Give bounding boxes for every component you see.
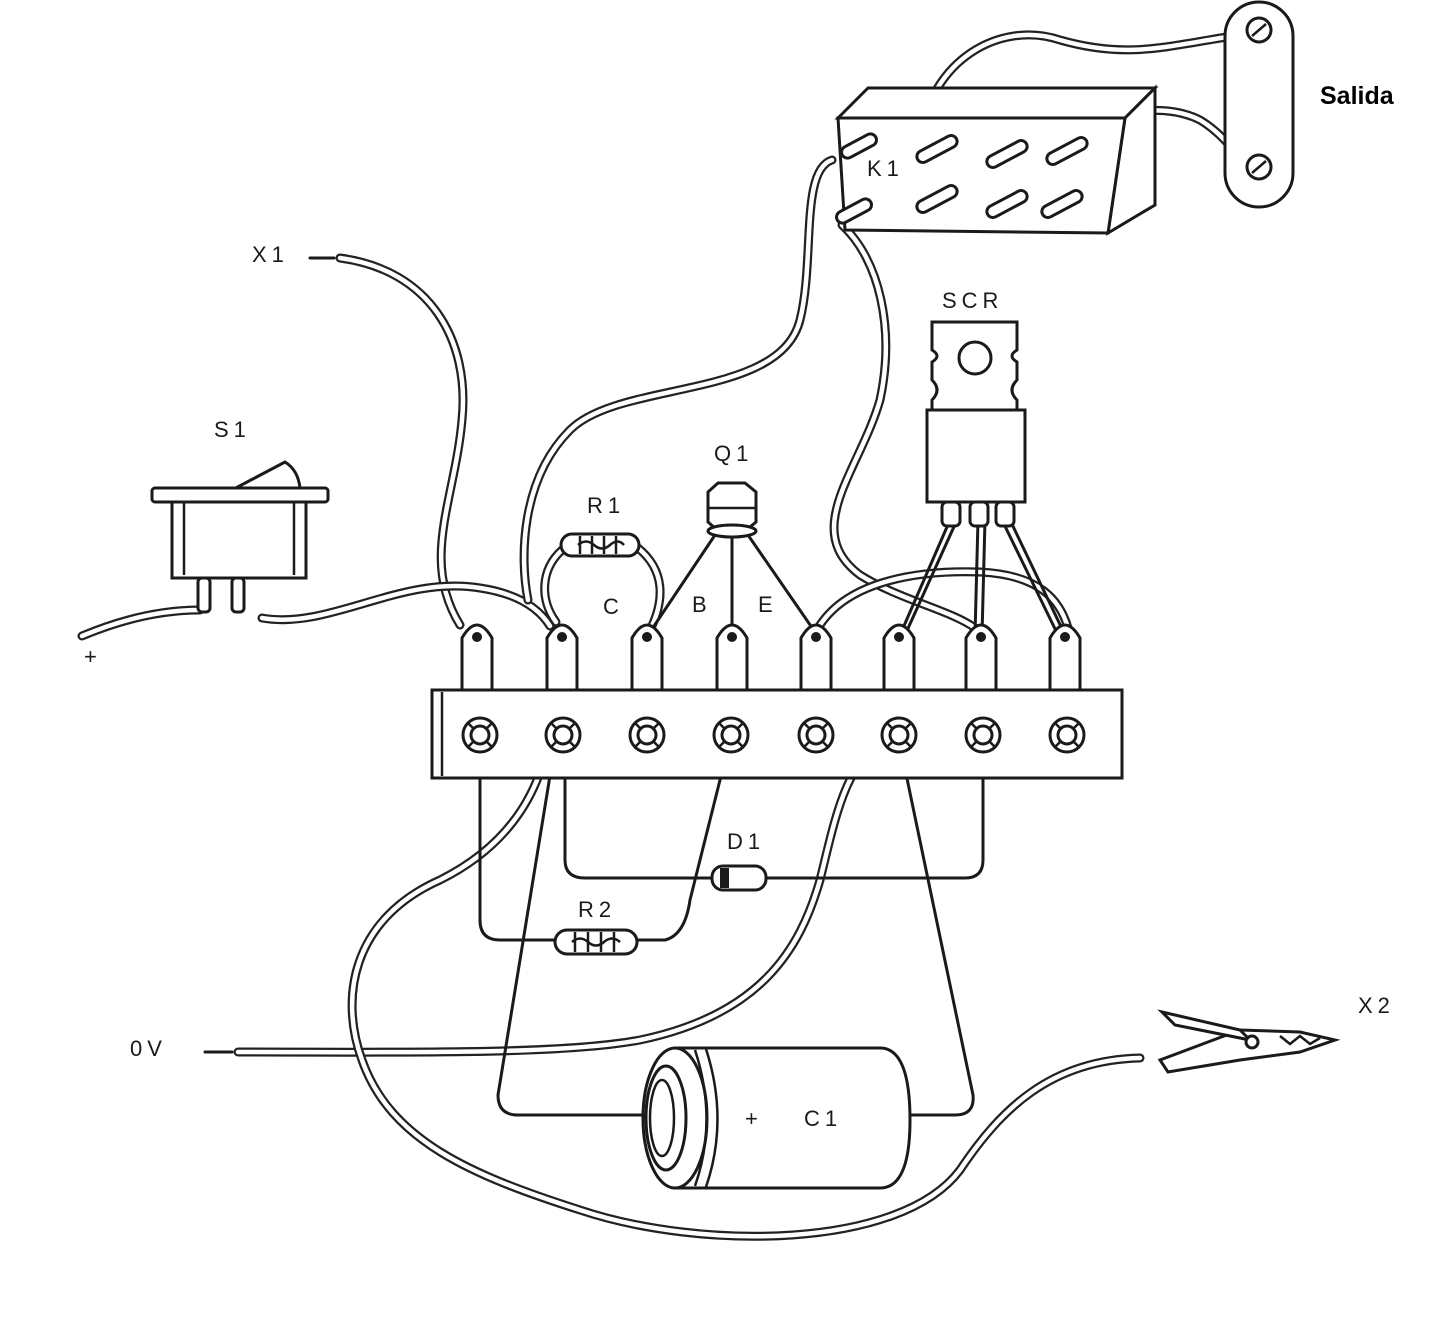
c1-label: C1 <box>804 1106 842 1131</box>
wire-positive-input <box>77 605 205 641</box>
terminal-strip <box>430 623 1124 780</box>
lead-q1-emitter <box>746 533 817 634</box>
lead-d1-right <box>763 743 985 880</box>
output-screw-top <box>1245 16 1273 44</box>
collector-label: C <box>603 594 624 619</box>
resistor-r2: R2 <box>553 897 639 956</box>
lead-scr-a-2 <box>980 518 987 637</box>
wires <box>77 30 1250 1241</box>
strip-lugs <box>460 623 1082 692</box>
d1-label: D1 <box>727 829 765 854</box>
k1-label: K1 <box>867 156 904 181</box>
salida-label: Salida <box>1320 82 1395 110</box>
base-label: B <box>692 592 712 617</box>
q1-label: Q1 <box>714 441 753 466</box>
scr-label: SCR <box>942 288 1003 313</box>
output-terminal: Salida <box>1223 0 1395 209</box>
c1-plus-label: + <box>745 1106 763 1131</box>
wire-relay-coil-a <box>519 155 837 605</box>
lead-r2-right <box>635 738 732 942</box>
zero-v-label: 0V <box>130 1036 167 1061</box>
x2-label: X2 <box>1358 993 1395 1018</box>
lead-c1-negative <box>496 743 662 1117</box>
wire-r1-loop <box>540 543 665 635</box>
wire-x2 <box>347 740 1145 1241</box>
relay-k1: K1 <box>834 84 1159 236</box>
wire-output-a <box>915 30 1245 145</box>
strip-screws <box>461 716 1086 754</box>
wire-s1-to-strip <box>257 581 555 631</box>
capacitor-c1: + C1 <box>641 1046 912 1190</box>
wire-relay-coil-b <box>829 220 980 633</box>
r2-label: R2 <box>578 897 616 922</box>
wire-emitter-to-gate <box>815 567 1073 633</box>
wire-zero-v <box>233 733 893 1057</box>
r1-label: R1 <box>587 493 625 518</box>
scr-mounting-hole <box>957 340 993 376</box>
lead-c1-positive <box>898 743 975 1117</box>
lead-scr-a <box>973 518 980 637</box>
lead-scr-k-2 <box>903 518 959 637</box>
lead-scr-g <box>1000 518 1060 637</box>
strip-body <box>430 688 1124 780</box>
clip-x2: X2 <box>1157 993 1395 1074</box>
transistor-q1: Q1 <box>706 441 758 539</box>
wire-x1 <box>335 253 468 630</box>
lead-q1-collector <box>648 533 717 634</box>
scr-body <box>925 408 1027 504</box>
diode-d1: D1 <box>710 829 768 892</box>
s1-label: S1 <box>214 417 251 442</box>
scr: SCR <box>925 288 1027 528</box>
lead-scr-k <box>898 518 952 637</box>
x1-label: X1 <box>252 242 289 267</box>
lead-scr-g-2 <box>1008 518 1067 637</box>
relay-pins <box>835 132 1089 225</box>
lead-d1-left <box>563 743 714 880</box>
resistor-r1: R1 <box>559 493 641 558</box>
switch-s1: S1 <box>150 417 330 614</box>
positive-input-label: + <box>84 644 102 669</box>
emitter-label: E <box>758 592 778 617</box>
output-screw-bottom <box>1245 153 1273 181</box>
lead-r2-left <box>478 738 557 942</box>
